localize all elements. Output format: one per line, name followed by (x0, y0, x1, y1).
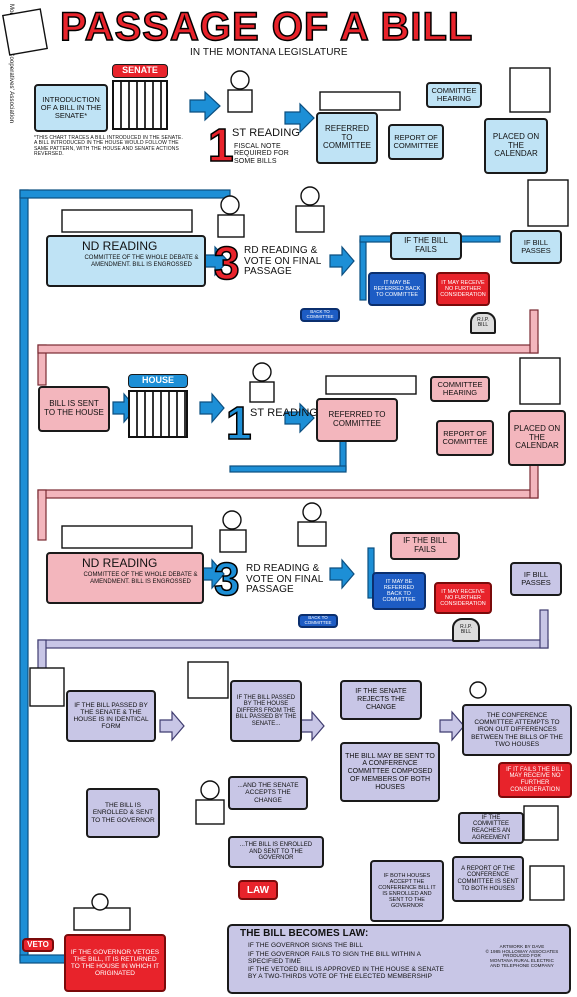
final-fails: IF IT FAILS THE BILL MAY RECEIVE NO FURT… (498, 762, 572, 798)
senate-second-note: COMMITTEE OF THE WHOLE DEBATE & AMENDMEN… (84, 255, 199, 268)
final-enrolled: THE BILL IS ENROLLED & SENT TO THE GOVER… (86, 788, 160, 838)
becomes-law-list: IF THE GOVERNOR SIGNS THE BILL IF THE GO… (248, 942, 448, 981)
senate-fails: IF THE BILL FAILS (390, 232, 462, 260)
final-enrolled-sent: ...THE BILL IS ENROLLED AND SENT TO THE … (228, 836, 324, 868)
veto-label: VETO (22, 938, 54, 952)
senate-first-reading: ST READING (232, 127, 301, 139)
final-senate-rejects: IF THE SENATE REJECTS THE CHANGE (340, 680, 422, 720)
senate-may-refer: IT MAY BE REFERRED BACK TO COMMITTEE (368, 272, 426, 306)
law-item: IF THE GOVERNOR SIGNS THE BILL (248, 942, 364, 949)
page-title: PASSAGE OF A BILL (59, 5, 474, 49)
page-subtitle: IN THE MONTANA LEGISLATURE (190, 47, 348, 58)
house-third-reading: RD READING & VOTE ON FINAL PASSAGE (246, 563, 324, 595)
house-sign: HOUSE (128, 374, 188, 388)
final-both-accept: IF BOTH HOUSES ACCEPT THE CONFERENCE BIL… (370, 860, 444, 922)
credit-block: ARTWORK BY DAVE © 1985 HOLLOWAY ASSOCIAT… (478, 944, 566, 969)
house-second-reading-box: ND READING COMMITTEE OF THE WHOLE DEBATE… (46, 552, 204, 604)
senate-passes: IF BILL PASSES (510, 230, 562, 264)
house-calendar: PLACED ON THE CALENDAR (508, 410, 566, 466)
house-back-to-committee: BACK TO COMMITTEE (298, 614, 338, 628)
house-passes: IF BILL PASSES (510, 562, 562, 596)
house-sent: BILL IS SENT TO THE HOUSE (38, 386, 110, 432)
house-hearing: COMMITTEE HEARING (430, 376, 490, 402)
law-sign: LAW (238, 880, 278, 900)
senate-third-reading: RD READING & VOTE ON FINAL PASSAGE (244, 245, 322, 277)
house-second-note: COMMITTEE OF THE WHOLE DEBATE & AMENDMEN… (83, 572, 198, 585)
credit-line: PRODUCED FOR (503, 953, 541, 959)
senate-building (112, 80, 168, 130)
final-report-sent: A REPORT OF THE CONFERENCE COMMITTEE IS … (452, 856, 524, 902)
senate-second-reading: ND READING (82, 239, 158, 253)
house-second-reading: ND READING (82, 556, 158, 570)
house-first-reading: ST READING (250, 407, 319, 419)
senate-rip-stone: R.I.P. BILL (470, 312, 496, 334)
final-identical: IF THE BILL PASSED BY THE SENATE & THE H… (66, 690, 156, 742)
house-referred: REFERRED TO COMMITTEE (316, 398, 398, 442)
credit-line: MONTANA RURAL ELECTRIC (490, 958, 554, 964)
final-conference-attempts: THE CONFERENCE COMMITTEE ATTEMPTS TO IRO… (462, 704, 572, 756)
senate-report: REPORT OF COMMITTEE (388, 124, 444, 160)
senate-fiscal-note: FISCAL NOTE REQUIRED FOR SOME BILLS (234, 143, 289, 165)
house-fails: IF THE BILL FAILS (390, 532, 460, 560)
senate-no-further: IT MAY RECEIVE NO FURTHER CONSIDERATION (436, 272, 490, 306)
credit-line: © 1985 HOLLOWAY ASSOCIATES (485, 948, 559, 954)
side-credit: Montana Electric Cooperatives' Associati… (8, 4, 14, 124)
final-house-differs: IF THE BILL PASSED BY THE HOUSE DIFFERS … (230, 680, 302, 742)
house-third-number: 3 (213, 553, 240, 605)
senate-third-number: 3 (213, 237, 240, 289)
senate-sign: SENATE (112, 64, 168, 78)
final-senate-accepts: ...AND THE SENATE ACCEPTS THE CHANGE (228, 776, 308, 810)
senate-back-to-committee: BACK TO COMMITTEE (300, 308, 340, 322)
credit-line: AND TELEPHONE COMPANY (490, 962, 554, 968)
house-building (128, 390, 188, 438)
senate-first-number: 1 (207, 119, 234, 171)
credit-line: ARTWORK BY DAVE (499, 944, 545, 949)
senate-hearing: COMMITTEE HEARING (426, 82, 482, 108)
law-item: IF THE VETOED BILL IS APPROVED IN THE HO… (248, 966, 444, 981)
final-reaches-agreement: IF THE COMMITTEE REACHES AN AGREEMENT (458, 812, 524, 844)
senate-referred: REFERRED TO COMMITTEE (316, 112, 378, 164)
house-first-number: 1 (225, 397, 252, 449)
house-no-further: IT MAY RECEIVE NO FURTHER CONSIDERATION (434, 582, 492, 614)
house-rip-stone: R.I.P. BILL (452, 618, 480, 642)
veto-text: IF THE GOVERNOR VETOES THE BILL, IT IS R… (64, 934, 166, 992)
house-report: REPORT OF COMMITTEE (436, 420, 494, 456)
senate-calendar: PLACED ON THE CALENDAR (484, 118, 548, 174)
senate-footnote: *THIS CHART TRACES A BILL INTRODUCED IN … (34, 135, 183, 157)
house-may-refer: IT MAY BE REFERRED BACK TO COMMITTEE (372, 572, 426, 610)
law-item: IF THE GOVERNOR FAILS TO SIGN THE BILL W… (248, 950, 421, 965)
senate-second-reading-box: ND READING COMMITTEE OF THE WHOLE DEBATE… (46, 235, 206, 287)
senate-intro: INTRODUCTION OF A BILL IN THE SENATE* (34, 84, 108, 132)
final-conference-sent: THE BILL MAY BE SENT TO A CONFERENCE COM… (340, 742, 440, 802)
becomes-law-title: THE BILL BECOMES LAW: (240, 928, 369, 939)
